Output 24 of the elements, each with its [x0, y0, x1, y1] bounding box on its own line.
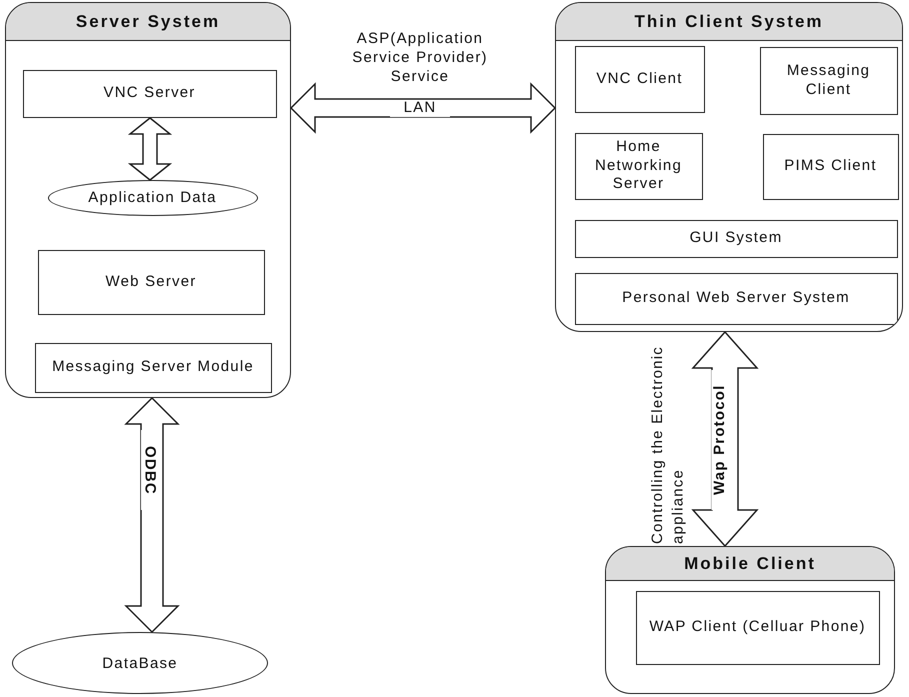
module-box: Personal Web Server System	[574, 272, 898, 324]
module-box: VNC Client	[574, 46, 704, 112]
panel-title: Mobile Client	[606, 547, 894, 581]
vertical-note: Controlling the Electronic appliance	[648, 345, 688, 544]
module-box: Home Networking Server	[574, 132, 702, 200]
double-arrow	[128, 117, 172, 181]
system-panel	[555, 2, 903, 332]
module-box: PIMS Client	[762, 134, 898, 200]
edge-label: LAN	[390, 100, 450, 116]
module-box: Messaging Client	[760, 46, 898, 114]
edge-label: ODBC	[141, 430, 158, 510]
edge-label: Wap Protocol	[712, 370, 728, 510]
module-box: WAP Client (Celluar Phone)	[636, 590, 880, 664]
panel-title: Thin Client System	[556, 3, 902, 41]
system-panel	[5, 2, 291, 398]
module-box: Messaging Server Module	[34, 342, 272, 392]
module-box: Web Server	[38, 250, 264, 314]
data-ellipse: DataBase	[12, 632, 268, 694]
module-box: GUI System	[574, 220, 898, 258]
panel-title: Server System	[6, 3, 290, 41]
system-panel	[605, 546, 895, 694]
module-box: VNC Server	[22, 70, 276, 118]
data-ellipse: Application Data	[48, 180, 258, 216]
service-note: ASP(Application Service Provider) Service	[351, 30, 489, 86]
